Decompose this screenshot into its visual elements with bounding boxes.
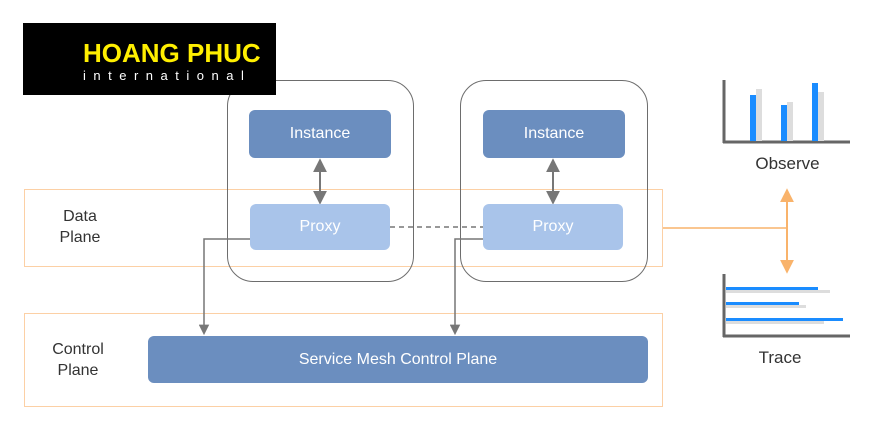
control-plane-label-line1: Control: [52, 341, 104, 358]
bar-chart-icon: [722, 80, 850, 144]
proxy-1: Proxy: [250, 204, 390, 250]
proxy2-to-control-plane: [449, 238, 483, 336]
horizontal-bar-chart-icon: [722, 274, 850, 338]
proxy1-to-control-plane: [198, 238, 250, 336]
instance-2: Instance: [483, 110, 625, 158]
data-plane-label: Data Plane: [40, 206, 120, 248]
control-plane-region: [24, 313, 663, 407]
observe-label: Observe: [755, 154, 820, 173]
logo-tagline: international: [83, 68, 252, 83]
pod-1: [227, 80, 414, 282]
instance-1: Instance: [249, 110, 391, 158]
proxy-2: Proxy: [483, 204, 623, 250]
trace-label: Trace: [758, 348, 802, 367]
logo-name: HOANG PHUC: [83, 38, 261, 68]
data-plane-label-line1: Data: [63, 208, 97, 225]
logo: HOANG PHUC international: [23, 23, 276, 95]
data-plane-region: [24, 189, 663, 267]
service-mesh-control-plane: Service Mesh Control Plane: [148, 336, 648, 383]
pod-2: [460, 80, 648, 282]
control-plane-label-line2: Plane: [57, 362, 99, 379]
control-plane-label: Control Plane: [36, 339, 120, 381]
data-plane-label-line2: Plane: [59, 229, 101, 246]
